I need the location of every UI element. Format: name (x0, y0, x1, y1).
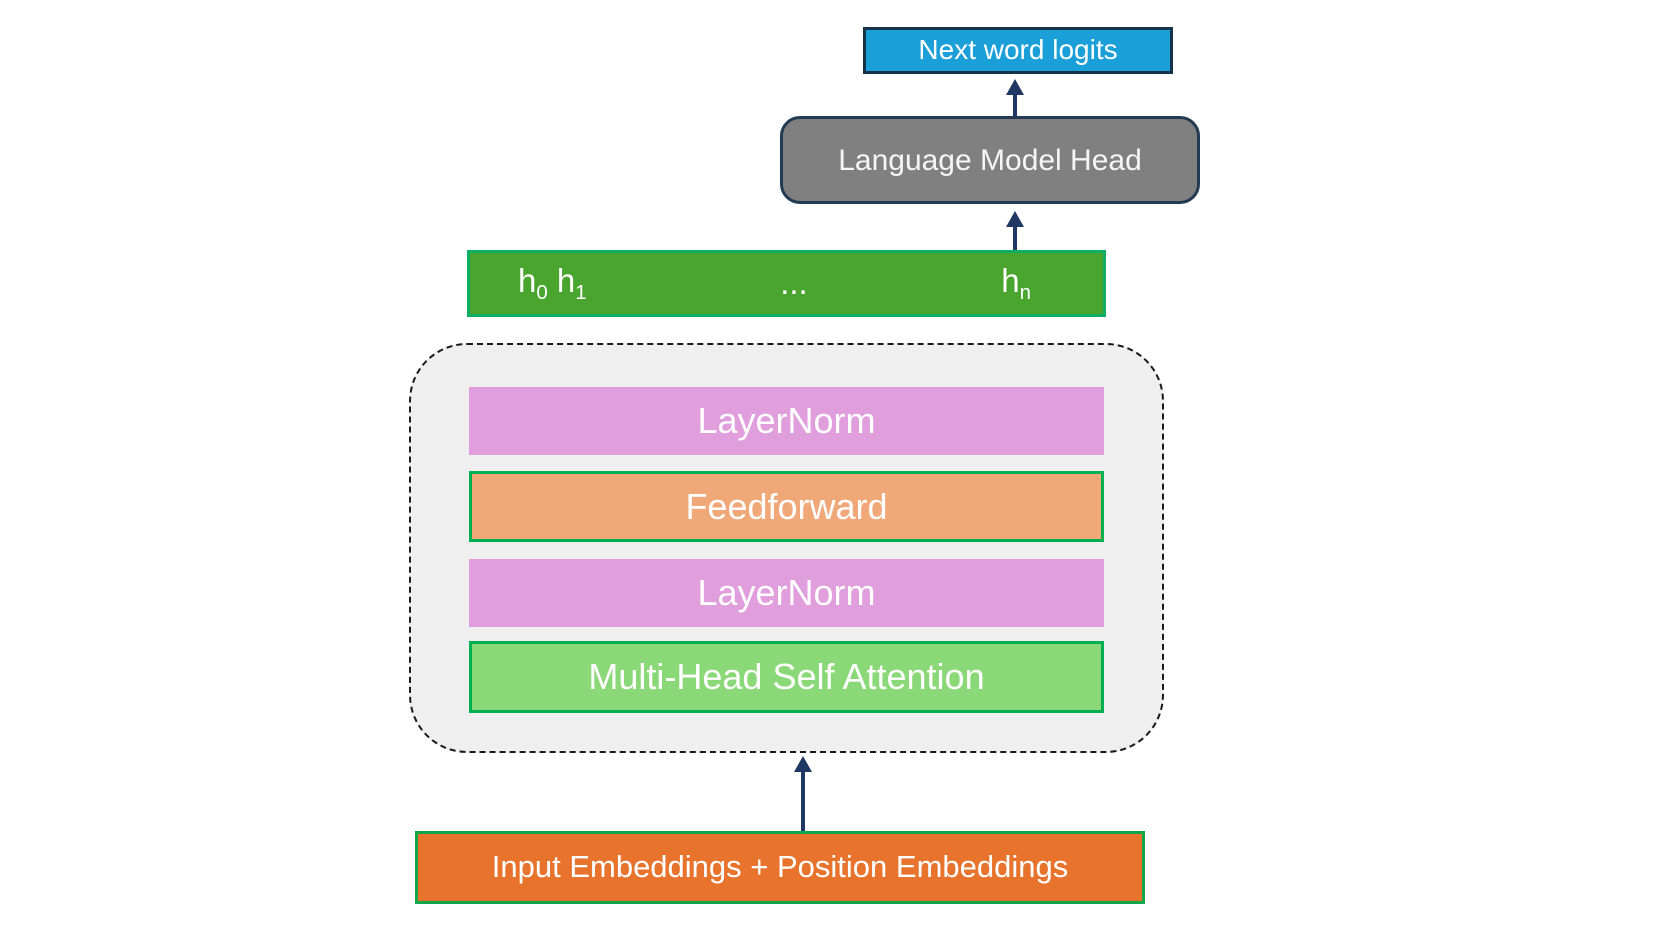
language-model-head-label: Language Model Head (838, 143, 1142, 177)
language-model-head-box: Language Model Head (780, 116, 1200, 204)
token-h0: h0 (518, 261, 548, 304)
multi-head-self-attention-label: Multi-Head Self Attention (588, 656, 985, 698)
token-hn: hn (1001, 261, 1031, 304)
input-embeddings-label: Input Embeddings + Position Embeddings (491, 849, 1069, 885)
layernorm-bottom-box: LayerNorm (469, 559, 1104, 627)
next-word-logits-box: Next word logits (863, 27, 1173, 74)
arrow-lmhead-to-logits-connector (1006, 79, 1024, 118)
hidden-states-bar: h0 h1 ... hn (467, 250, 1106, 317)
arrow-hidden-to-lmhead-connector (1006, 211, 1024, 252)
next-word-logits-label: Next word logits (918, 34, 1118, 66)
layernorm-top-label: LayerNorm (697, 400, 876, 442)
input-embeddings-box: Input Embeddings + Position Embeddings (415, 831, 1145, 904)
feedforward-box: Feedforward (469, 471, 1104, 542)
feedforward-label: Feedforward (685, 485, 888, 527)
hidden-token-group: h0 h1 (518, 261, 587, 305)
arrow-embeddings-to-block-connector (794, 756, 812, 832)
multi-head-self-attention-box: Multi-Head Self Attention (469, 641, 1104, 713)
layernorm-top-box: LayerNorm (469, 387, 1104, 455)
layernorm-bottom-label: LayerNorm (697, 572, 876, 614)
token-h1: h1 (556, 261, 587, 304)
hidden-ellipsis: ... (780, 264, 808, 302)
